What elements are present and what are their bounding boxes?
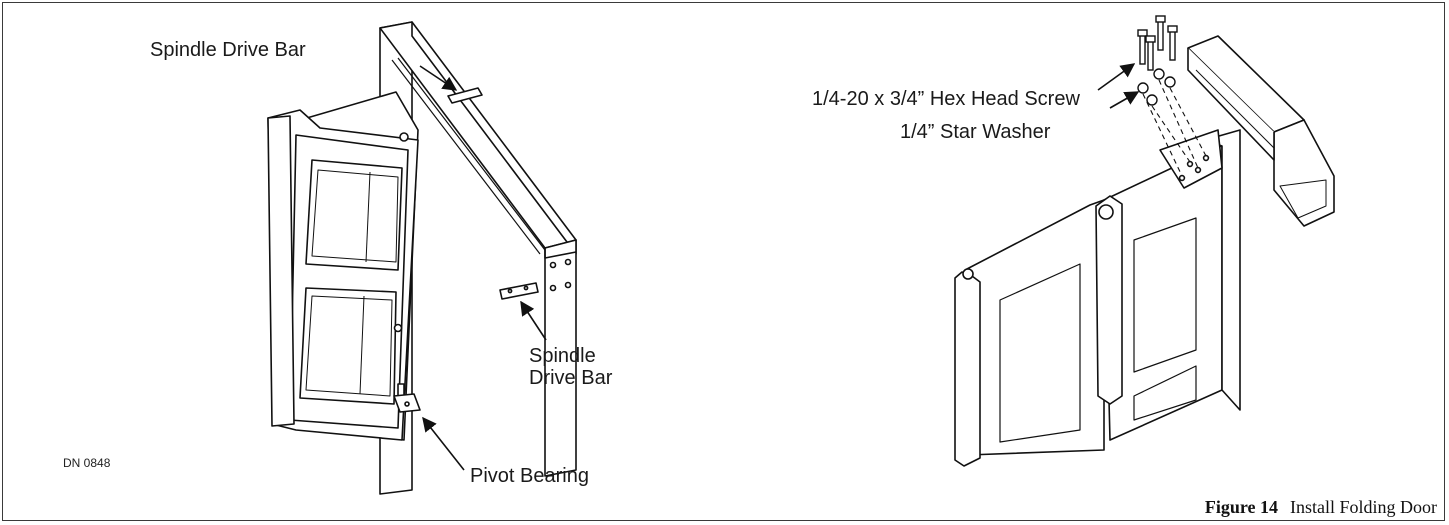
spindle-drive-bar-right-label-line2: Drive Bar (529, 367, 613, 389)
left-door-assembly (267, 21, 577, 495)
screw-head-2 (1155, 15, 1166, 23)
right-door-assembly (954, 35, 1335, 467)
screw-1 (1139, 33, 1146, 65)
figure-title: Install Folding Door (1290, 497, 1437, 517)
figure-number: Figure 14 (1204, 497, 1278, 517)
star-washer-label: 1/4” Star Washer (900, 121, 1051, 143)
screw-3 (1169, 29, 1176, 61)
fasteners (1137, 15, 1178, 106)
fastener-guide-lines (1142, 79, 1207, 177)
drawing-number: DN 0848 (63, 456, 111, 470)
right-callout-arrows (1097, 63, 1140, 109)
washer-3 (1164, 76, 1176, 88)
figure-caption: Figure 14 Install Folding Door (1205, 497, 1437, 518)
screw-4 (1147, 39, 1154, 71)
spindle-drive-bar-right-label-line1: Spindle (529, 345, 596, 367)
washer-1 (1137, 82, 1149, 94)
screw-head-1 (1137, 29, 1148, 37)
spindle-drive-bar-top-label: Spindle Drive Bar (150, 39, 306, 61)
screw-head-3 (1167, 25, 1178, 33)
pivot-bearing-label: Pivot Bearing (470, 465, 589, 487)
washer-2 (1153, 68, 1165, 80)
hex-head-screw-label: 1/4-20 x 3/4” Hex Head Screw (812, 88, 1080, 110)
screw-head-4 (1145, 35, 1156, 43)
washer-4 (1146, 94, 1158, 106)
left-callout-arrows (419, 65, 547, 471)
screw-2 (1157, 19, 1164, 51)
